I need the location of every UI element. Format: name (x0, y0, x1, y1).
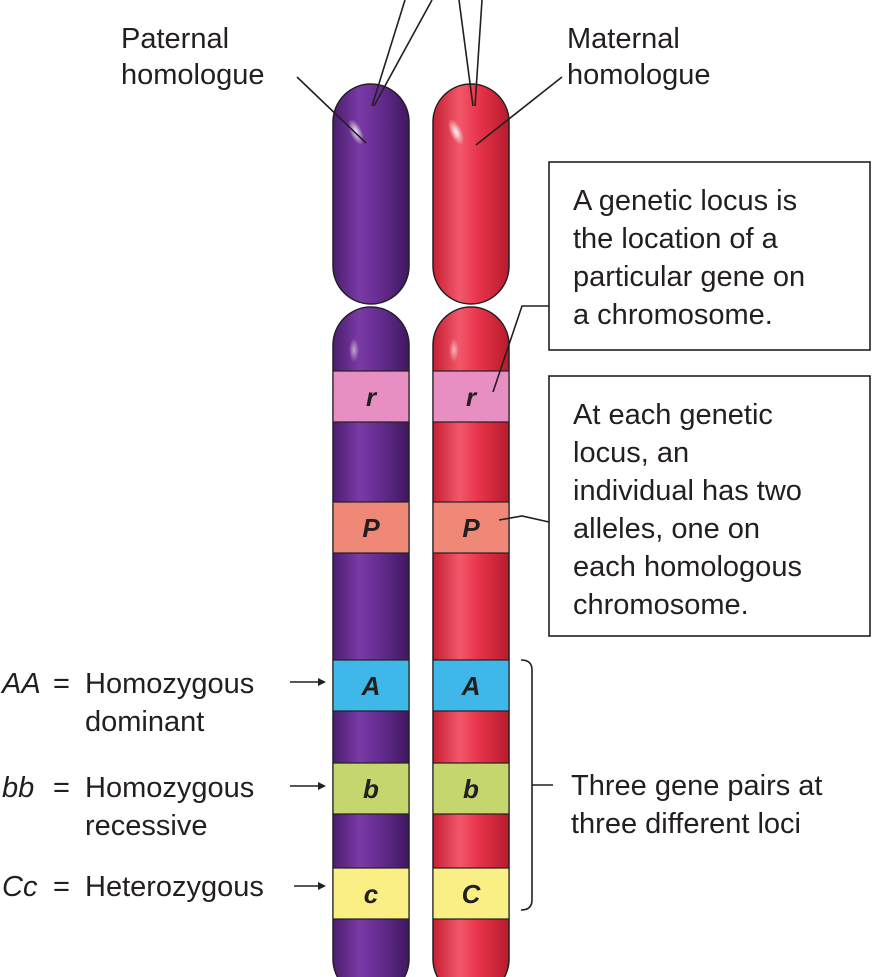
maternal-upper-arm (432, 83, 510, 305)
alleles-callout-box (548, 375, 871, 637)
locus-callout-line1: A genetic locus is (573, 185, 797, 217)
paternal-upper-arm (332, 83, 410, 305)
top-leader-lines (371, 0, 483, 107)
genotype-Cc-eq: = (53, 871, 70, 903)
paternal-label-line2: homologue (121, 59, 265, 91)
alleles-callout-line6: chromosome. (573, 589, 749, 621)
genotype-bb-desc1: Homozygous (85, 772, 254, 804)
genotype-bb-eq: = (53, 772, 70, 804)
maternal-highlight-lower (449, 338, 459, 362)
maternal-band-r (433, 370, 509, 423)
genotype-AA-eq: = (53, 668, 70, 700)
gene-pairs-bracket: Three gene pairs at three different loci (520, 659, 822, 911)
genotype-bb-desc2: recessive (85, 810, 208, 842)
genotype-AA-desc2: dominant (85, 706, 204, 738)
alleles-callout-line2: locus, an (573, 437, 689, 469)
locus-callout-line4: a chromosome. (573, 299, 773, 331)
maternal-label-line1: Maternal (567, 23, 680, 55)
genotype-AA-code: AA (0, 668, 41, 700)
gene-pairs-line2: three different loci (571, 808, 801, 840)
paternal-chromosome: r P A b c (332, 83, 410, 977)
paternal-highlight (347, 119, 365, 145)
maternal-band-b (433, 762, 509, 815)
paternal-band-P-label: P (362, 513, 380, 543)
genotype-Cc: Cc = Heterozygous (2, 871, 326, 903)
maternal-band-r-label: r (466, 382, 478, 412)
paternal-band-r-label: r (366, 382, 378, 412)
alleles-callout-line1: At each genetic (573, 399, 773, 431)
locus-callout-line2: the location of a (573, 223, 779, 255)
paternal-band-b (333, 762, 409, 815)
alleles-callout-line5: each homologous (573, 551, 802, 583)
paternal-label: Paternal homologue (121, 23, 367, 144)
genotype-Cc-desc1: Heterozygous (85, 871, 264, 903)
locus-callout-line3: particular gene on (573, 261, 805, 293)
maternal-band-P-label: P (462, 513, 480, 543)
alleles-callout-line3: individual has two (573, 475, 802, 507)
paternal-highlight-lower (349, 338, 359, 362)
maternal-label-line2: homologue (567, 59, 711, 91)
alleles-callout: At each genetic locus, an individual has… (498, 375, 871, 637)
paternal-band-c-label: c (364, 879, 379, 909)
maternal-band-P (433, 501, 509, 554)
maternal-band-A-label: A (461, 671, 481, 701)
paternal-band-c (333, 867, 409, 920)
maternal-band-C-label: C (462, 879, 482, 909)
genotype-AA-desc1: Homozygous (85, 668, 254, 700)
gene-pairs-line1: Three gene pairs at (571, 770, 822, 802)
locus-callout: A genetic locus is the location of a par… (492, 161, 871, 393)
alleles-callout-line4: alleles, one on (573, 513, 760, 545)
paternal-band-r (333, 370, 409, 423)
paternal-label-line1: Paternal (121, 23, 229, 55)
maternal-chromosome: r P A b C (432, 83, 510, 977)
genotype-bb: bb = Homozygous recessive (2, 772, 326, 842)
genotype-bb-code: bb (2, 772, 34, 804)
maternal-highlight (447, 119, 465, 145)
maternal-band-C (433, 867, 509, 920)
paternal-band-b-label: b (363, 774, 379, 804)
maternal-band-b-label: b (463, 774, 479, 804)
paternal-band-A (333, 659, 409, 712)
genotype-Cc-code: Cc (2, 871, 38, 903)
genotype-AA: AA = Homozygous dominant (0, 668, 326, 738)
maternal-band-A (433, 659, 509, 712)
paternal-band-A-label: A (361, 671, 381, 701)
locus-callout-box (548, 161, 871, 351)
paternal-band-P (333, 501, 409, 554)
maternal-label: Maternal homologue (475, 23, 711, 146)
